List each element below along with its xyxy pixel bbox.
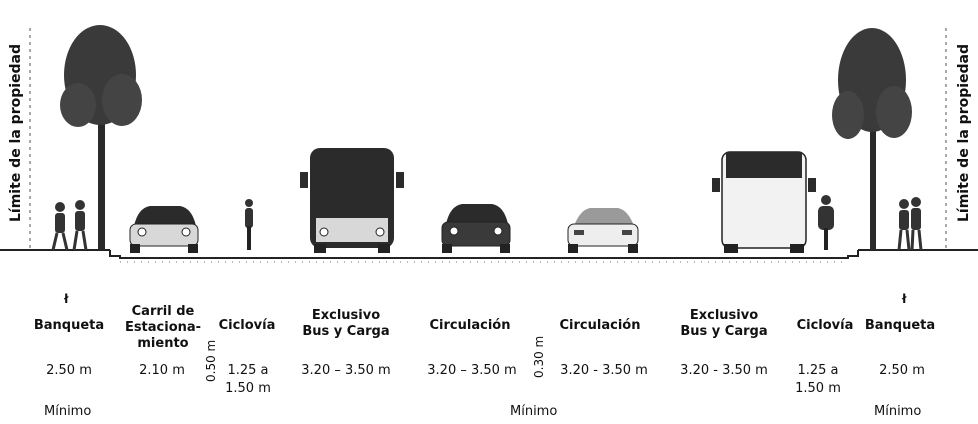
lane-label-bus-left: Exclusivo Bus y Carga — [302, 308, 390, 339]
lane-label-banqueta-left: Banqueta — [33, 318, 105, 333]
lane-width-banqueta-left: 2.50 m — [46, 363, 92, 378]
ground-line — [0, 249, 978, 263]
boundary-label-left: Límite de la propiedad — [8, 43, 24, 222]
parked-car-icon — [129, 206, 199, 253]
marker-left: ł — [64, 292, 69, 306]
boundary-label-right: Límite de la propiedad — [956, 43, 972, 222]
lane-label-circulacion-left: Circulación — [429, 318, 511, 333]
lane-width-banqueta-right: 2.50 m — [879, 363, 925, 378]
lane-label-ciclovia-right: Ciclovía — [796, 318, 854, 333]
lane-width-bus-right: 3.20 - 3.50 m — [680, 363, 768, 378]
minimo-left: Mínimo — [44, 404, 92, 419]
marker-right: ł — [902, 292, 907, 306]
bus-right-icon — [712, 151, 816, 253]
cyclist-left-icon — [245, 199, 253, 250]
lane-width-ciclovia-right: 1.25 a 1.50 m — [795, 363, 841, 396]
tree-left-icon — [60, 25, 142, 250]
lane-label-bus-right: Exclusivo Bus y Carga — [680, 308, 768, 339]
lane-label-circulacion-right: Circulación — [559, 318, 641, 333]
tree-right-icon — [832, 28, 912, 250]
separator-width-center: 0.30 m — [532, 335, 546, 378]
minimo-right: Mínimo — [874, 404, 922, 419]
lane-label-ciclovia-left: Ciclovía — [218, 318, 276, 333]
lane-label-estacionamiento: Carril de Estaciona- miento — [124, 304, 202, 351]
lane-width-circulacion-right: 3.20 - 3.50 m — [560, 363, 648, 378]
lane-width-bus-left: 3.20 – 3.50 m — [301, 363, 391, 378]
lane-label-banqueta-right: Banqueta — [864, 318, 936, 333]
car-circulation-left-icon — [441, 204, 511, 253]
minimo-center: Mínimo — [510, 404, 558, 419]
lane-width-ciclovia-left: 1.25 a 1.50 m — [225, 363, 271, 396]
pedestrians-right-icon — [897, 197, 923, 251]
bus-left-icon — [300, 148, 404, 253]
separator-width-left: 0.50 m — [204, 339, 218, 382]
pedestrians-left-icon — [51, 200, 88, 251]
car-circulation-right-icon — [567, 208, 639, 253]
lane-width-estacionamiento: 2.10 m — [139, 363, 185, 378]
cyclist-right-icon — [818, 195, 834, 250]
lane-width-circulacion-left: 3.20 – 3.50 m — [427, 363, 517, 378]
